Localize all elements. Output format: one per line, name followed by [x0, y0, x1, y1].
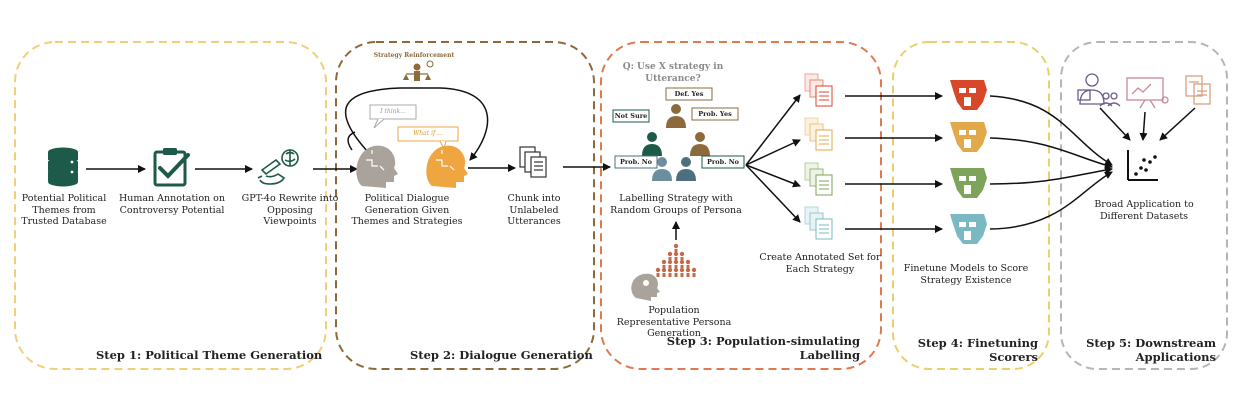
generation-label: Political Dialogue Generation Given Them… [351, 193, 463, 227]
gear-head-icon [631, 273, 660, 301]
annotation-label: Human Annotation on Controversy Potentia… [118, 193, 226, 216]
bubble-orange-text: What if ... [413, 130, 443, 137]
gray-head-icon [356, 145, 398, 188]
tag-prob-no-left: Prob. No [620, 158, 652, 166]
question-label: Q: Use X strategy in Utterance? [622, 62, 724, 84]
step2-title: Step 2: Dialogue Generation [410, 348, 593, 362]
documents-chat-icon [1185, 75, 1211, 105]
tag-prob-yes: Prob. Yes [698, 110, 732, 118]
tag-def-yes: Def. Yes [674, 90, 704, 98]
annotated-label: Create Annotated Set for Each Strategy [759, 252, 881, 275]
step4-title: Step 4: Finetuning Scorers [917, 336, 1038, 364]
step5-box [1060, 41, 1228, 370]
tag-not-sure: Not Sure [614, 112, 648, 120]
tag-boxes [612, 87, 745, 169]
rewrite-label: GPT-4o Rewrite into Opposing Viewpoints [241, 193, 339, 227]
tag-prob-no-right: Prob. No [707, 158, 739, 166]
step4-box [892, 41, 1050, 370]
database-icon [48, 147, 78, 187]
model-icon-gold [950, 122, 987, 152]
broad-application-label: Broad Application to Different Datasets [1094, 199, 1194, 222]
bubble-gray-text: I think... [380, 108, 406, 115]
speech-bubble-gray [369, 104, 417, 129]
annotated-set-red-icon [804, 73, 833, 107]
population-people-icon [655, 243, 697, 277]
finetune-label: Finetune Models to Score Strategy Existe… [903, 263, 1029, 286]
step1-box [14, 41, 327, 370]
orange-head-icon [426, 145, 468, 188]
chart-board-icon [1126, 77, 1169, 109]
labelling-label: Labelling Strategy with Random Groups of… [610, 193, 742, 216]
annotated-set-green-icon [804, 162, 833, 196]
model-icon-red [950, 80, 987, 110]
clipboard-check-icon [153, 148, 190, 187]
persona-group-icon [642, 104, 710, 181]
scatter-plot-icon [1127, 150, 1158, 181]
model-icon-teal [950, 214, 987, 244]
step3-title: Step 3: Population-simulating Labelling [666, 334, 860, 362]
annotated-set-teal-icon [804, 206, 833, 240]
reinforcement-label: Strategy Reinforcement [373, 52, 455, 59]
step2-box [335, 41, 595, 370]
model-icon-green [950, 168, 987, 198]
population-label: Population Representative Persona Genera… [616, 305, 732, 339]
ai-writing-icon [257, 149, 299, 185]
chunk-label: Chunk into Unlabeled Utterances [507, 193, 561, 227]
database-label: Potential Political Themes from Trusted … [21, 193, 107, 227]
people-presenting-icon [1077, 73, 1121, 107]
strategy-person-icon [403, 60, 434, 81]
annotated-set-gold-icon [804, 117, 833, 151]
step1-title: Step 1: Political Theme Generation [96, 348, 323, 362]
documents-icon [519, 146, 547, 178]
step5-title: Step 5: Downstream Applications [1086, 336, 1216, 364]
